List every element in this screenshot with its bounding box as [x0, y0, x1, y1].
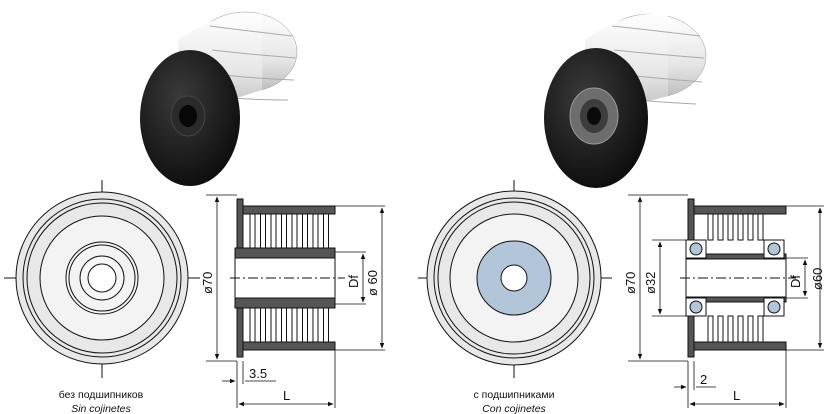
rib-groove [302, 307, 308, 343]
rib-groove [707, 315, 714, 343]
dim-groove-diameter-2: ø60 [810, 268, 824, 290]
rib-groove [281, 307, 287, 343]
caption-without-bearings-es: Sin cojinetes [71, 403, 131, 414]
dim-df-2: Df [788, 275, 803, 288]
rib-groove [323, 213, 329, 249]
rib-groove [717, 315, 724, 343]
pulley-photo-without-bearings [140, 11, 298, 186]
caption-with-bearings: с подшипниками [474, 389, 555, 401]
dimensions-without-bearings [206, 194, 385, 408]
rib-groove [312, 307, 319, 343]
dim-df-1: Df [346, 275, 361, 288]
caption-with-bearings-es: Con cojinetes [482, 403, 546, 414]
rib-groove [747, 315, 754, 343]
rib-groove [717, 213, 724, 241]
dimensions-with-bearings [628, 194, 824, 408]
rib-groove [737, 213, 744, 241]
rib-groove [291, 307, 298, 343]
dim-flange-diameter-2: ø70 [623, 272, 638, 294]
rib-groove [270, 213, 277, 249]
rib-groove [323, 307, 329, 343]
section-view-without-bearings [230, 198, 345, 358]
bearing-right-top [763, 239, 785, 259]
rib-groove [249, 307, 256, 343]
section-view-with-bearings [680, 198, 796, 358]
dim-offset-1: 3.5 [249, 366, 267, 381]
pulley-photo-with-bearings [544, 13, 707, 188]
rib-groove [291, 213, 298, 249]
rib-groove [737, 315, 744, 343]
caption-without-bearings: без подшипников [59, 389, 144, 401]
dim-bearing-diameter-2: ø32 [643, 272, 658, 294]
rib-groove [270, 307, 277, 343]
rib-groove [727, 213, 734, 241]
bearing-left-bottom [685, 297, 707, 317]
rib-groove [747, 213, 754, 241]
rib-groove [281, 213, 287, 249]
dim-offset-2: 2 [700, 372, 707, 387]
front-view-with-bearings [418, 180, 612, 378]
dim-length-2: L [733, 388, 740, 403]
rib-groove [707, 213, 714, 241]
rib-groove [727, 315, 734, 343]
rib-groove [260, 213, 266, 249]
rib-groove [312, 213, 319, 249]
dim-length-1: L [283, 388, 290, 403]
rib-groove [260, 307, 266, 343]
rib-groove [757, 213, 764, 241]
rib-groove [302, 213, 308, 249]
bearing-right-bottom [763, 297, 785, 317]
dim-groove-diameter-1: ø 60 [365, 270, 380, 296]
front-view-without-bearings [4, 180, 200, 378]
dim-flange-diameter-1: ø70 [200, 272, 215, 294]
bearing-left-top [685, 239, 707, 259]
rib-groove [757, 315, 764, 343]
rib-groove [249, 213, 256, 249]
